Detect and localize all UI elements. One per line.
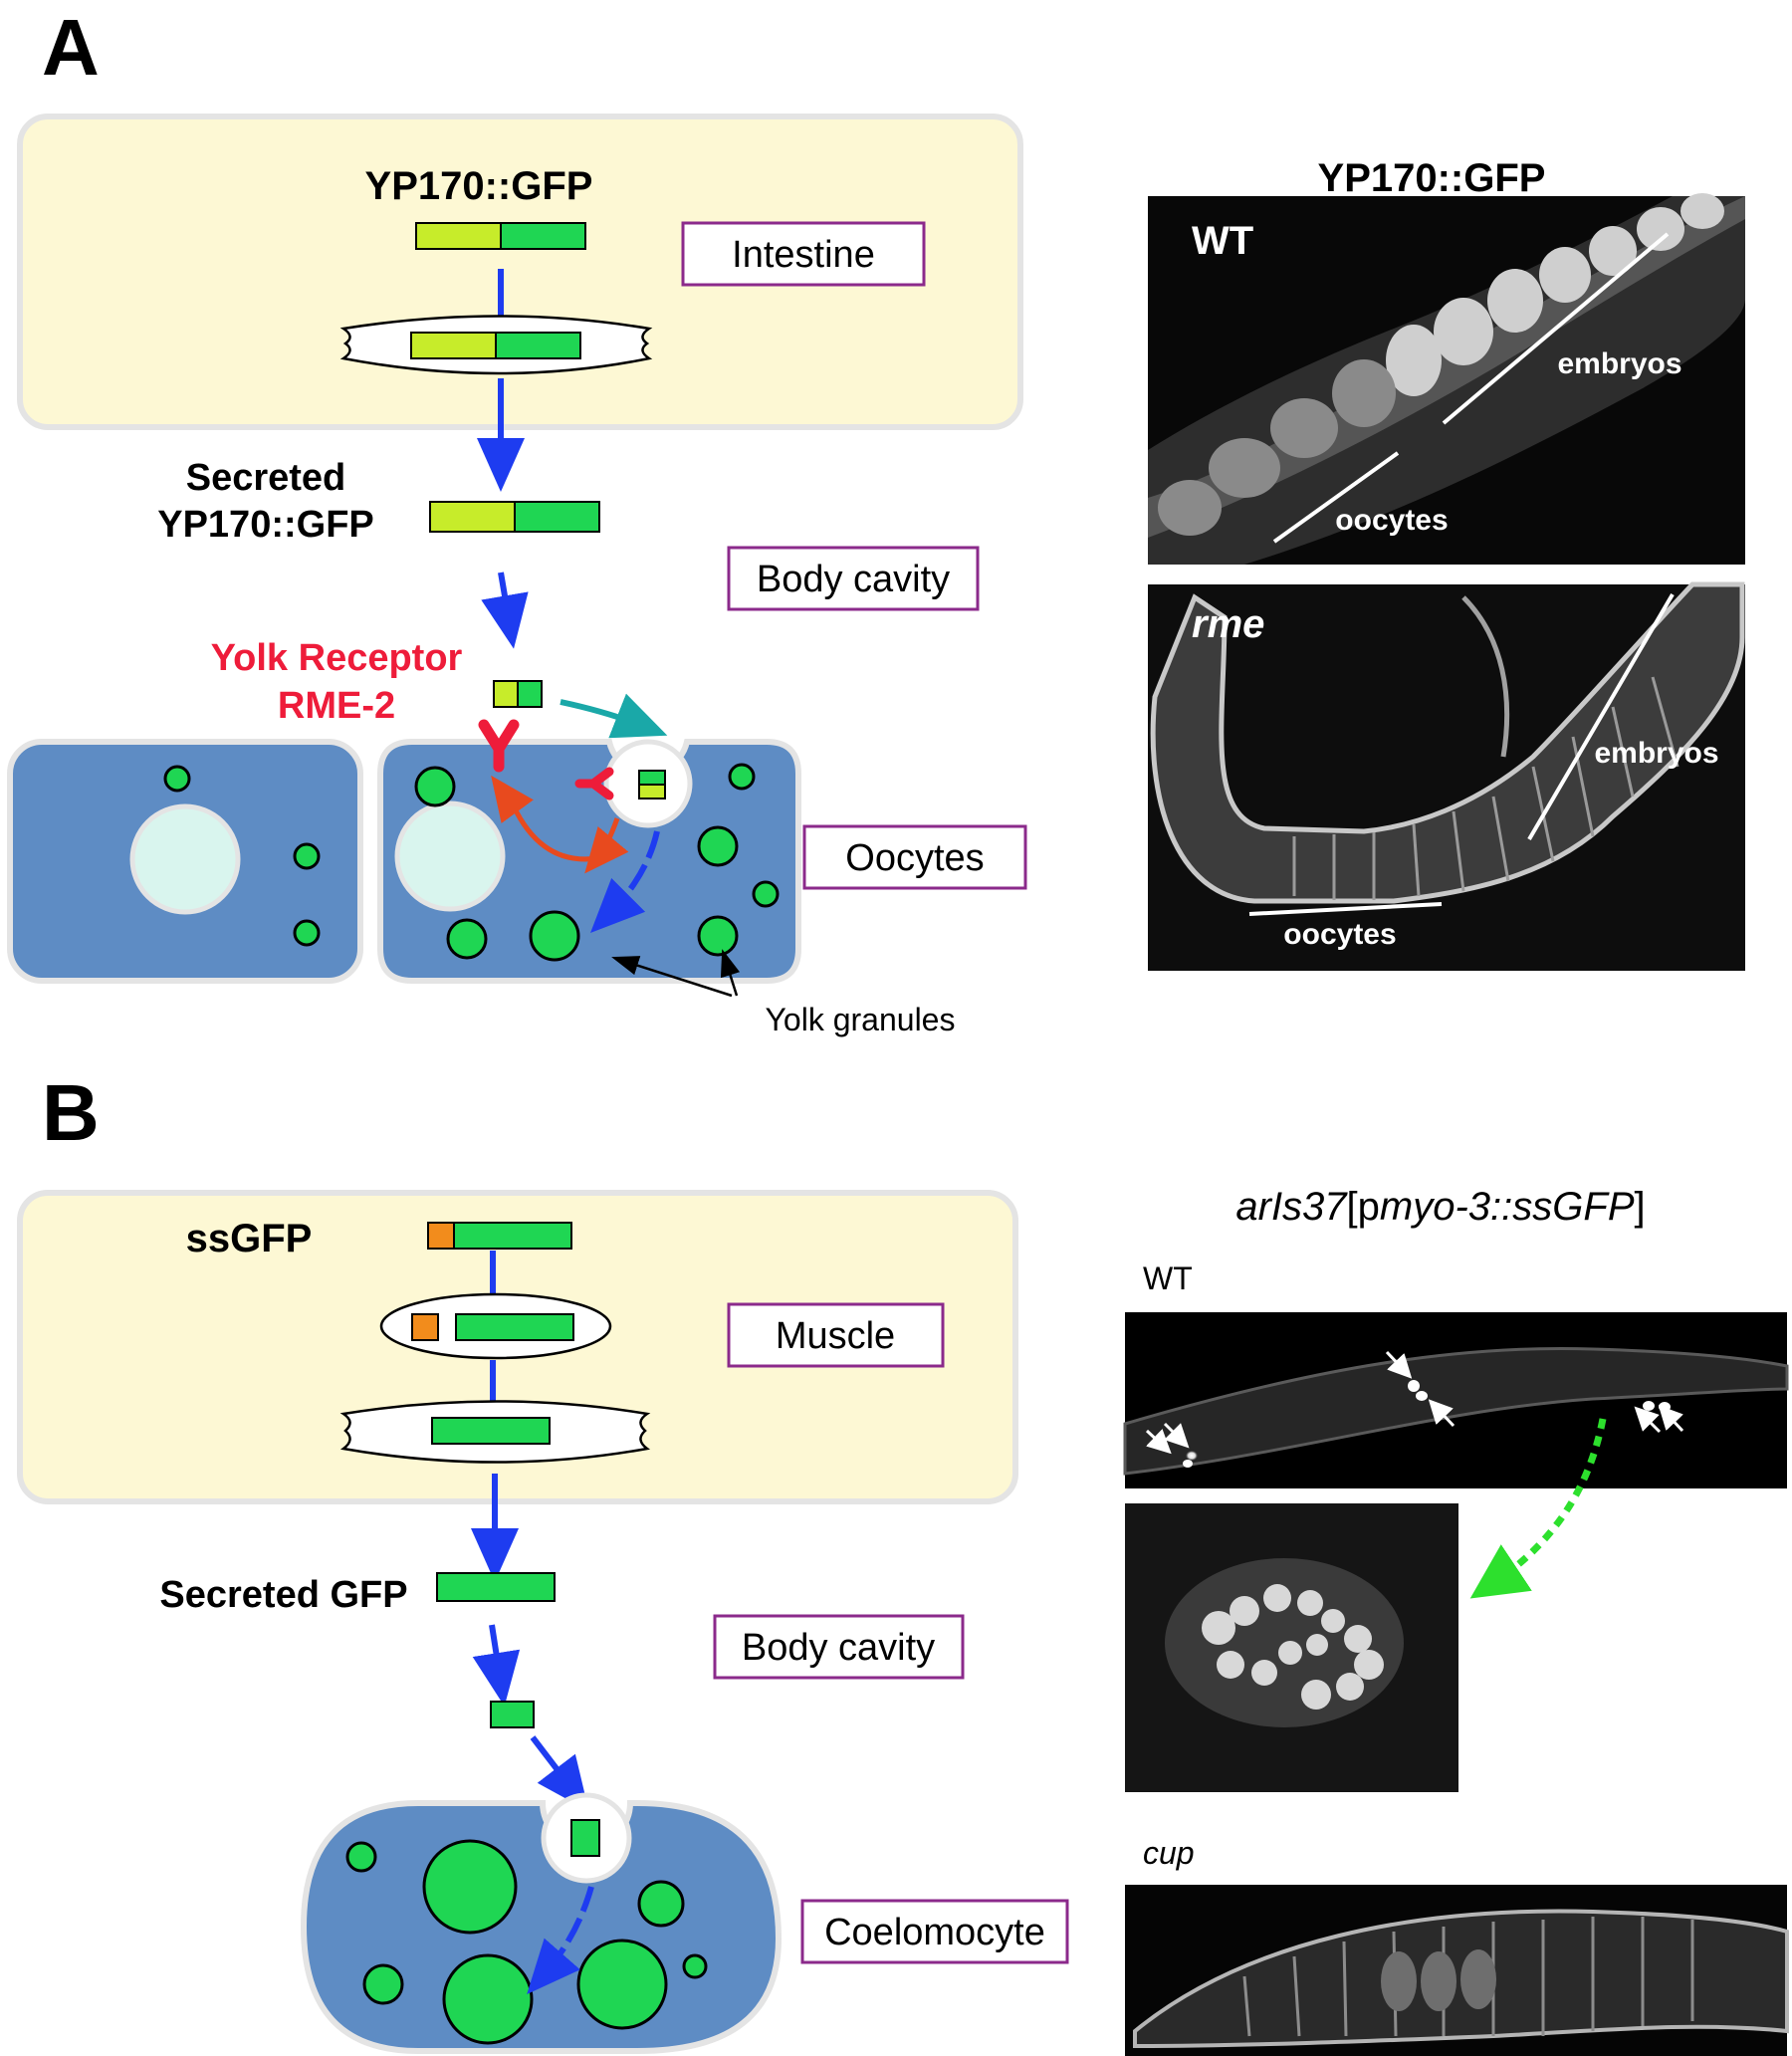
yp170-gfp-bound bbox=[493, 680, 543, 708]
intestine-label: Intestine bbox=[732, 234, 875, 276]
secreted-gfp bbox=[436, 1572, 556, 1602]
yolk-granule bbox=[293, 919, 321, 947]
coelomocyte-vesicle bbox=[362, 1963, 404, 2005]
diffusion-arrow-b2 bbox=[530, 1735, 589, 1812]
coelomocyte-vesicle bbox=[442, 1953, 534, 2045]
coelomocyte-vesicle bbox=[422, 1839, 518, 1935]
oocyte-left-nucleus bbox=[129, 803, 241, 915]
diffusing-gfp bbox=[490, 1701, 535, 1728]
ssgfp-construct bbox=[427, 1222, 572, 1250]
coelomocyte-box bbox=[800, 1899, 1069, 1964]
body-cavity-box-b bbox=[713, 1614, 965, 1680]
coelomocyte-vesicle bbox=[576, 1939, 668, 2030]
oocytes-label: Oocytes bbox=[845, 837, 984, 879]
oocytes-label-rme: oocytes bbox=[1283, 918, 1396, 951]
micrograph-cup-ssgfp bbox=[1125, 1885, 1789, 2056]
yolk-granule bbox=[293, 842, 321, 870]
cup-genotype-label: cup bbox=[1143, 1835, 1195, 1871]
diffusion-arrow-b1 bbox=[472, 1624, 521, 1707]
yolk-granule bbox=[697, 915, 739, 957]
embryos-label-wt: embryos bbox=[1557, 347, 1681, 380]
yolk-granule bbox=[163, 765, 191, 793]
internalized-yp170-gfp bbox=[638, 770, 666, 800]
yolk-granule-pointer-1 bbox=[611, 956, 733, 998]
coelomocyte-trafficking-arrow bbox=[527, 1886, 594, 1995]
secreted-gfp-label: Secreted GFP bbox=[159, 1574, 407, 1616]
yolk-granule bbox=[529, 910, 580, 962]
secretory-vesicle-a bbox=[339, 315, 653, 375]
intestine-cell bbox=[17, 114, 1023, 430]
body-cavity-label-b: Body cavity bbox=[742, 1627, 935, 1669]
yolk-granule bbox=[728, 763, 756, 791]
yolk-trafficking-arrow bbox=[590, 830, 660, 933]
binding-arrow bbox=[560, 693, 668, 739]
yolk-granule-pointer-2 bbox=[720, 949, 741, 997]
embryos-label-rme: embryos bbox=[1594, 737, 1718, 770]
micrograph-rme-yp170: rme embryos oocytes bbox=[1148, 581, 1745, 971]
muscle-label: Muscle bbox=[776, 1315, 895, 1357]
yolk-receptor-label-line2: RME-2 bbox=[278, 685, 395, 727]
intestine-box bbox=[681, 221, 926, 287]
panel-b-letter: B bbox=[42, 1068, 100, 1157]
muscle-box bbox=[727, 1302, 945, 1368]
coelomocyte-vesicle bbox=[345, 1841, 377, 1873]
rme-genotype-label: rme bbox=[1192, 602, 1264, 646]
secreted-yp170-label-line2: YP170::GFP bbox=[157, 504, 374, 546]
secretory-vesicle-b bbox=[339, 1400, 651, 1464]
receptor-recycling-arrow-2 bbox=[491, 775, 598, 862]
coelomocyte-cell bbox=[300, 1800, 783, 2054]
wt-genotype-label-a: WT bbox=[1192, 219, 1253, 263]
micrograph-coelomocyte-zoom bbox=[1125, 1503, 1458, 1792]
yolk-granule bbox=[697, 825, 739, 867]
yolk-granule bbox=[752, 880, 780, 908]
wt-genotype-label-b: WT bbox=[1143, 1260, 1193, 1296]
oocyte-right-nucleus bbox=[394, 800, 506, 912]
yolk-granule bbox=[446, 918, 488, 960]
yolk-granules-label: Yolk granules bbox=[766, 1002, 956, 1037]
secreted-yp170-label-line1: Secreted bbox=[186, 457, 346, 499]
yp170-gfp-construct-top bbox=[415, 222, 586, 250]
secreted-yp170-construct bbox=[429, 501, 600, 533]
panel-a-letter: A bbox=[42, 3, 100, 92]
body-cavity-box-a bbox=[727, 546, 980, 611]
rme2-receptor-surface bbox=[478, 719, 520, 773]
micrograph-wt-yp170: WT embryos oocytes bbox=[1148, 193, 1745, 565]
body-cavity-label-a: Body cavity bbox=[757, 559, 950, 600]
yolk-granule bbox=[414, 766, 456, 807]
yp170-gfp-label: YP170::GFP bbox=[365, 164, 593, 208]
yolk-receptor-label-line1: Yolk Receptor bbox=[211, 637, 463, 679]
er-vesicle bbox=[379, 1292, 612, 1360]
zoom-arrow bbox=[1469, 1418, 1607, 1599]
ssgfp-label: ssGFP bbox=[186, 1217, 313, 1260]
diffusion-arrow-a bbox=[481, 571, 529, 649]
yp170-micrograph-title: YP170::GFP bbox=[1318, 156, 1546, 200]
ssgfp-micrograph-title: arIs37[pmyo-3::ssGFP] bbox=[1235, 1185, 1645, 1229]
internalized-gfp bbox=[570, 1819, 600, 1857]
oocytes-box bbox=[802, 824, 1027, 890]
coelomocyte-vesicle bbox=[637, 1880, 685, 1928]
coelomocyte-vesicle bbox=[682, 1953, 708, 1979]
coelomocyte-label: Coelomocyte bbox=[824, 1912, 1045, 1953]
receptor-recycling-arrow-1 bbox=[584, 817, 629, 874]
oocytes-label-wt: oocytes bbox=[1335, 504, 1448, 537]
rme2-receptor-pit bbox=[574, 767, 614, 800]
micrograph-wt-ssgfp bbox=[1123, 1312, 1789, 1488]
